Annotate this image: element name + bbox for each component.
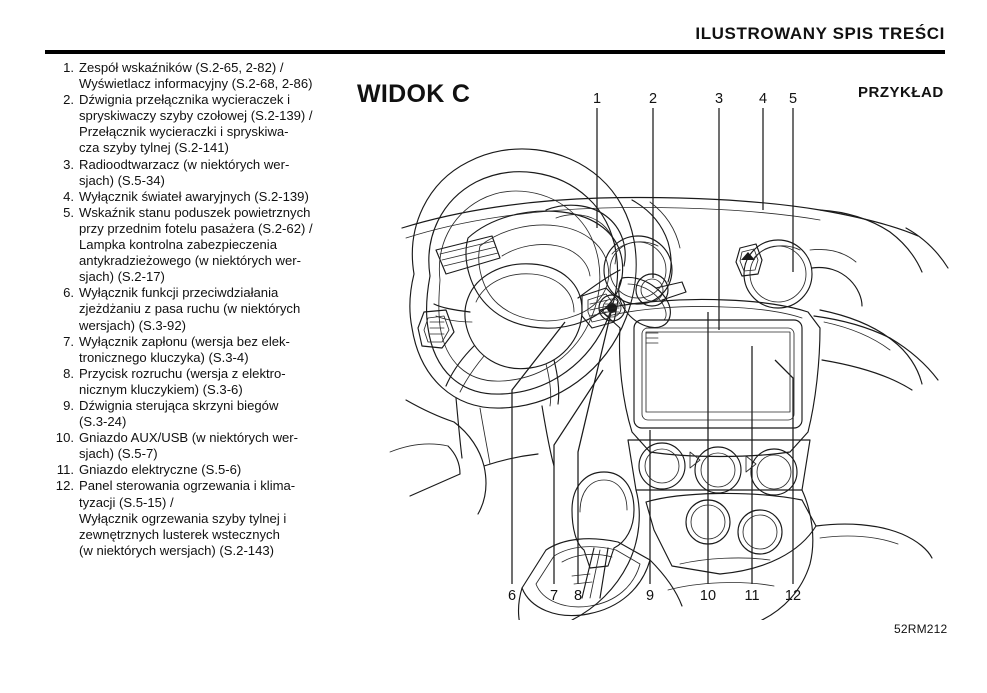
toc-item: 1. Zespół wskaźników (S.2-65, 2-82) /Wyśw…	[55, 60, 340, 92]
toc-item: 3. Radioodtwarzacz (w niektórych wer-sjac…	[55, 157, 340, 189]
toc-item-line: Przełącznik wycieraczki i spryskiwa-	[79, 124, 289, 140]
callout-number-7: 7	[549, 588, 559, 604]
toc-item-number: 4.	[63, 188, 74, 204]
callout-number-5: 5	[788, 91, 798, 107]
toc-item-line: zjeżdżaniu z pasa ruchu (w niektórych	[79, 301, 301, 317]
toc-item-number: 8.	[63, 365, 74, 381]
toc-item-line: wersjach) (S.3-92)	[79, 317, 186, 333]
toc-item-number: 11.	[56, 462, 74, 478]
toc-item-line: Wyłącznik zapłonu (wersja bez elek-	[79, 333, 290, 349]
callout-number-9: 9	[645, 588, 655, 604]
passenger-dash	[809, 227, 949, 559]
toc-item: 11. Gniazdo elektryczne (S.5-6)	[55, 462, 340, 478]
toc-item-line: sjach) (S.5-7)	[79, 446, 158, 462]
toc-item-line: spryskiwaczy szyby czołowej (S.2-139) /	[79, 108, 313, 124]
toc-item-line: (w niektórych wersjach) (S.2-143)	[79, 542, 275, 558]
toc-item-line: Zespół wskaźników (S.2-65, 2-82) /	[79, 60, 284, 75]
toc-item-line: Dźwignia przełącznika wycieraczek i	[79, 92, 291, 108]
toc-item-number: 12.	[55, 478, 74, 494]
centre-fascia	[599, 235, 913, 458]
toc-item-text: Gniazdo AUX/USB (w niektórych wer-sjach)…	[79, 430, 340, 462]
toc-item-line: Wyłącznik funkcji przeciwdziałania	[79, 285, 279, 301]
car-dashboard-illustration	[389, 108, 949, 620]
toc-item-number: 7.	[63, 333, 74, 349]
centre-console-outline	[571, 489, 814, 620]
toc-item-line: Przycisk rozruchu (wersja z elektro-	[79, 365, 286, 381]
toc-item-text: Wyłącznik świateł awaryjnych (S.2-139)	[79, 189, 340, 205]
callout-number-1: 1	[592, 91, 602, 107]
toc-item: 10. Gniazdo AUX/USB (w niektórych wer-sja…	[55, 430, 340, 462]
leader-lines-bottom	[511, 307, 794, 584]
toc-item-text: Dźwignia sterująca skrzyni biegów(S.3-24…	[79, 398, 340, 430]
toc-item-number: 10.	[55, 430, 74, 446]
illustrated-contents-list: 1. Zespół wskaźników (S.2-65, 2-82) /Wyśw…	[55, 60, 340, 559]
toc-item-number: 2.	[63, 92, 74, 108]
header-divider	[45, 50, 945, 54]
callout-number-11: 11	[744, 588, 760, 604]
dashboard-upper-panel	[401, 196, 923, 283]
toc-item-line: nicznym kluczykiem) (S.3-6)	[79, 381, 243, 397]
toc-item: 4. Wyłącznik świateł awaryjnych (S.2-139)	[55, 189, 340, 205]
toc-item-number: 1.	[63, 60, 74, 75]
toc-item-text: Gniazdo elektryczne (S.5-6)	[79, 462, 340, 478]
figure-code: 52RM212	[894, 622, 948, 636]
toc-item-line: tronicznego kluczyka) (S.3-4)	[79, 349, 249, 365]
console-sockets	[645, 492, 817, 575]
instrument-cluster	[465, 204, 626, 329]
toc-item-line: tyzacji (S.5-15) /	[79, 494, 174, 510]
toc-item-line: Dźwignia sterująca skrzyni biegów	[79, 397, 279, 413]
figure-title: WIDOK C	[357, 80, 471, 108]
toc-item-number: 3.	[63, 156, 74, 172]
callout-number-10: 10	[699, 588, 717, 604]
toc-item-number: 9.	[63, 397, 74, 413]
toc-item: 8. Przycisk rozruchu (wersja z elektro-ni…	[55, 366, 340, 398]
toc-item-text: Wyłącznik zapłonu (wersja bez elek-troni…	[79, 334, 340, 366]
toc-item-line: zewnętrznych lusterek wstecznych	[79, 526, 280, 542]
audio-head-unit-display	[633, 319, 803, 429]
toc-item-line: antykradzieżowego (w niektórych wer-	[79, 253, 301, 269]
toc-item-text: Radioodtwarzacz (w niektórych wer-sjach)…	[79, 157, 340, 189]
toc-item-line: Wyłącznik ogrzewania szyby tylnej i	[79, 510, 287, 526]
example-label: PRZYKŁAD	[858, 84, 944, 101]
callout-number-6: 6	[507, 588, 517, 604]
toc-item-text: Panel sterowania ogrzewania i klima-tyza…	[79, 478, 340, 558]
toc-item-line: sjach) (S.2-17)	[79, 269, 165, 285]
toc-item-line: przy przednim fotelu pasażera (S.2-62) /	[79, 220, 313, 236]
toc-item: 12. Panel sterowania ogrzewania i klima-t…	[55, 478, 340, 558]
callout-number-3: 3	[714, 91, 724, 107]
toc-item-line: sjach) (S.5-34)	[79, 172, 165, 188]
toc-item-line: Gniazdo elektryczne (S.5-6)	[79, 462, 242, 478]
callout-number-2: 2	[648, 91, 658, 107]
toc-item-line: Lampka kontrolna zabezpieczenia	[79, 237, 277, 253]
toc-item-line: Wskaźnik stanu poduszek powietrznych	[79, 204, 311, 220]
toc-item-line: cza szyby tylnej (S.2-141)	[79, 140, 229, 156]
toc-item-line: (S.3-24)	[79, 414, 127, 430]
hvac-control-panel	[627, 439, 811, 496]
toc-item-line: Panel sterowania ogrzewania i klima-	[79, 478, 296, 494]
toc-item-text: Zespół wskaźników (S.2-65, 2-82) /Wyświe…	[79, 60, 340, 92]
leader-lines-top	[596, 108, 794, 330]
toc-item-line: Wyświetlacz informacyjny (S.2-68, 2-86)	[79, 76, 313, 92]
gear-shift-lever	[517, 471, 683, 620]
toc-item: 9. Dźwignia sterująca skrzyni biegów(S.3-…	[55, 398, 340, 430]
callout-number-4: 4	[758, 91, 768, 107]
callout-number-8: 8	[573, 588, 583, 604]
dash-underside	[389, 399, 539, 515]
toc-item-number: 5.	[63, 204, 74, 220]
toc-item-line: Gniazdo AUX/USB (w niektórych wer-	[79, 430, 299, 446]
toc-item-line: Radioodtwarzacz (w niektórych wer-	[79, 156, 290, 172]
toc-item-number: 6.	[63, 285, 74, 301]
toc-item-text: Przycisk rozruchu (wersja z elektro-nicz…	[79, 366, 340, 398]
page-title: ILUSTROWANY SPIS TREŚCI	[695, 24, 945, 43]
toc-item-line: Wyłącznik świateł awaryjnych (S.2-139)	[79, 188, 309, 204]
toc-item: 7. Wyłącznik zapłonu (wersja bez elek-tro…	[55, 334, 340, 366]
